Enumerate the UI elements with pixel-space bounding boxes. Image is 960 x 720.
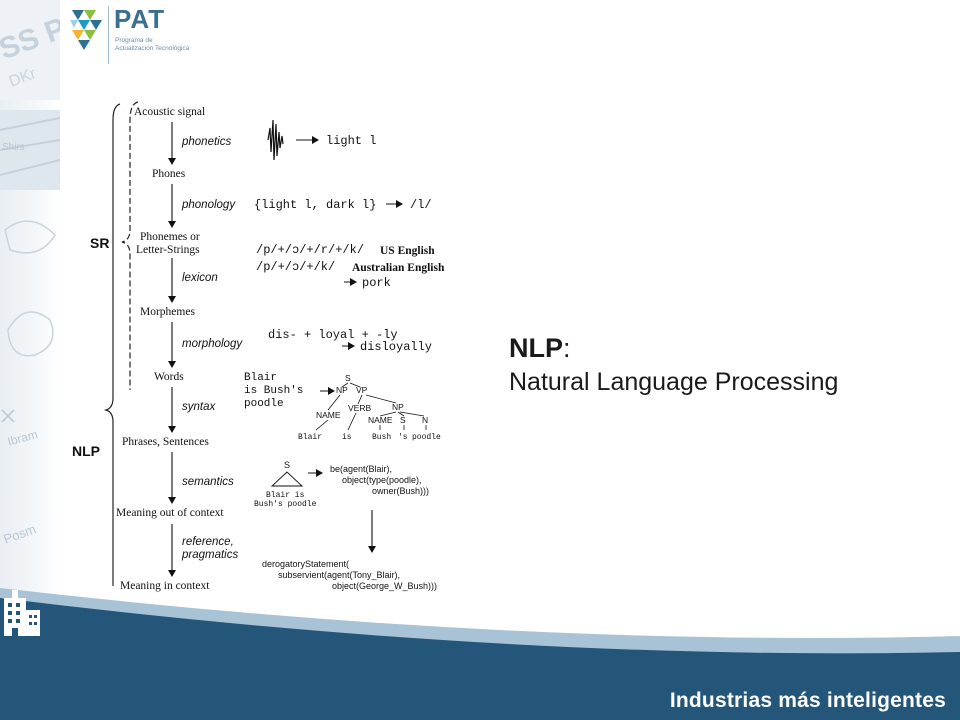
example-sentence-3: poodle: [244, 398, 284, 410]
level-morphemes: Morphemes: [140, 306, 195, 318]
example-morph-parts: dis- + loyal + -ly: [268, 328, 398, 342]
process-phonetics: phonetics: [181, 136, 231, 148]
tree-node-np-2: NP: [392, 402, 404, 412]
example-disloyally: disloyally: [360, 340, 432, 354]
tree-edges: [315, 382, 427, 431]
footer-tagline: Industrias más inteligentes: [669, 689, 946, 712]
tree-node-s-2: S: [400, 415, 406, 425]
sem-triangle-line-1: Blair is: [266, 491, 305, 500]
sem-tree-root: S: [284, 460, 290, 470]
example-us-spelling: /p/+/ɔ/+/r/+/k/: [256, 243, 364, 257]
example-phoneme-l: /l/: [410, 198, 432, 212]
sem-line-2: object(type(poodle),: [342, 475, 422, 485]
nlp-heading: NLP: Natural Language Processing: [509, 330, 838, 398]
sem-triangle: [270, 471, 304, 487]
tree-node-name-2: NAME: [368, 415, 393, 425]
nlp-label: NLP: [72, 443, 100, 459]
logo-subtitle-line-2: Actualización Tecnológica: [115, 45, 190, 52]
nlp-heading-title: NLP:: [509, 330, 838, 366]
tree-leaf-is: is: [342, 433, 352, 442]
logo-separator: [108, 6, 109, 64]
example-light-l: light l: [326, 134, 376, 148]
example-us-label: US English: [380, 245, 435, 257]
example-pork: pork: [362, 276, 391, 290]
nlp-colon: :: [563, 333, 571, 363]
sem-line-1: be(agent(Blair),: [330, 464, 392, 474]
tree-node-name: NAME: [316, 410, 341, 420]
prag-line-3: object(George_W_Bush))): [332, 581, 437, 591]
level-phonemes-line-1: Phonemes or: [140, 231, 200, 243]
nlp-bracket: [103, 103, 121, 586]
level-meaning-out-of-context: Meaning out of context: [116, 507, 224, 519]
nlp-levels-diagram: SR NLP Acoustic signal Phones Phonemes o…: [72, 101, 445, 592]
example-phonology-set: {light l, dark l}: [254, 198, 376, 212]
prag-line-1: derogatoryStatement(: [262, 559, 349, 569]
tree-leaf-s: 's: [398, 433, 408, 442]
example-au-spelling: /p/+/ɔ/+/k/: [256, 260, 335, 274]
level-words: Words: [154, 371, 184, 383]
svg-text:Shirs: Shirs: [2, 142, 25, 153]
parse-tree: S NP VP NAME VERB NP NAME S N: [298, 373, 441, 442]
footer-wave-dark: [0, 598, 960, 720]
building-icon: [4, 590, 40, 636]
process-syntax: syntax: [182, 401, 216, 413]
tree-node-vp: VP: [356, 385, 368, 395]
level-meaning-in-context: Meaning in context: [120, 580, 210, 592]
background-sketch-decoration: SS P DKr Shirs Ibram Posm: [0, 0, 60, 547]
tree-node-verb: VERB: [348, 403, 371, 413]
footer-wave: [0, 588, 960, 720]
nlp-full-name: Natural Language Processing: [509, 368, 839, 396]
example-sentence-2: is Bush's: [244, 385, 303, 397]
pat-logo: PAT Programa de Actualización Tecnológic…: [68, 4, 208, 66]
footer-band: Industrias más inteligentes: [0, 588, 960, 720]
sr-label: SR: [90, 235, 109, 251]
level-phonemes-line-2: Letter-Strings: [136, 244, 200, 256]
tree-leaf-blair: Blair: [298, 433, 322, 442]
process-reference: reference,: [182, 536, 234, 548]
pat-logo-mark-icon: [70, 10, 102, 50]
logo-name: PAT: [114, 4, 166, 34]
level-acoustic-signal: Acoustic signal: [134, 106, 205, 118]
waveform-icon: [267, 119, 284, 161]
sem-line-3: owner(Bush))): [372, 486, 429, 496]
prag-line-2: subservient(agent(Tony_Blair),: [278, 570, 400, 580]
tree-leaf-poodle: poodle: [412, 433, 441, 442]
logo-subtitle: Programa de Actualización Tecnológica: [115, 37, 205, 53]
svg-text:Ibram: Ibram: [6, 427, 39, 448]
process-pragmatics: pragmatics: [181, 549, 238, 561]
tree-leaves: Blair is Bush 's poodle: [298, 433, 441, 442]
logo-subtitle-line-1: Programa de: [115, 37, 153, 44]
svg-text:Posm: Posm: [1, 521, 37, 546]
process-lexicon: lexicon: [182, 272, 218, 284]
process-phonology: phonology: [181, 199, 236, 211]
tree-node-np: NP: [336, 385, 348, 395]
process-semantics: semantics: [182, 476, 234, 488]
sr-bracket: [121, 101, 139, 390]
tree-leaf-bush: Bush: [372, 433, 391, 442]
nlp-abbreviation: NLP: [509, 333, 563, 363]
example-au-label: Australian English: [352, 262, 445, 274]
level-phones: Phones: [152, 168, 186, 180]
level-phrases-sentences: Phrases, Sentences: [122, 436, 209, 448]
process-morphology: morphology: [182, 338, 243, 350]
tree-node-s: S: [345, 373, 351, 383]
sem-triangle-line-2: Bush's poodle: [254, 500, 317, 509]
tree-node-n: N: [422, 415, 428, 425]
example-sentence-1: Blair: [244, 372, 277, 384]
